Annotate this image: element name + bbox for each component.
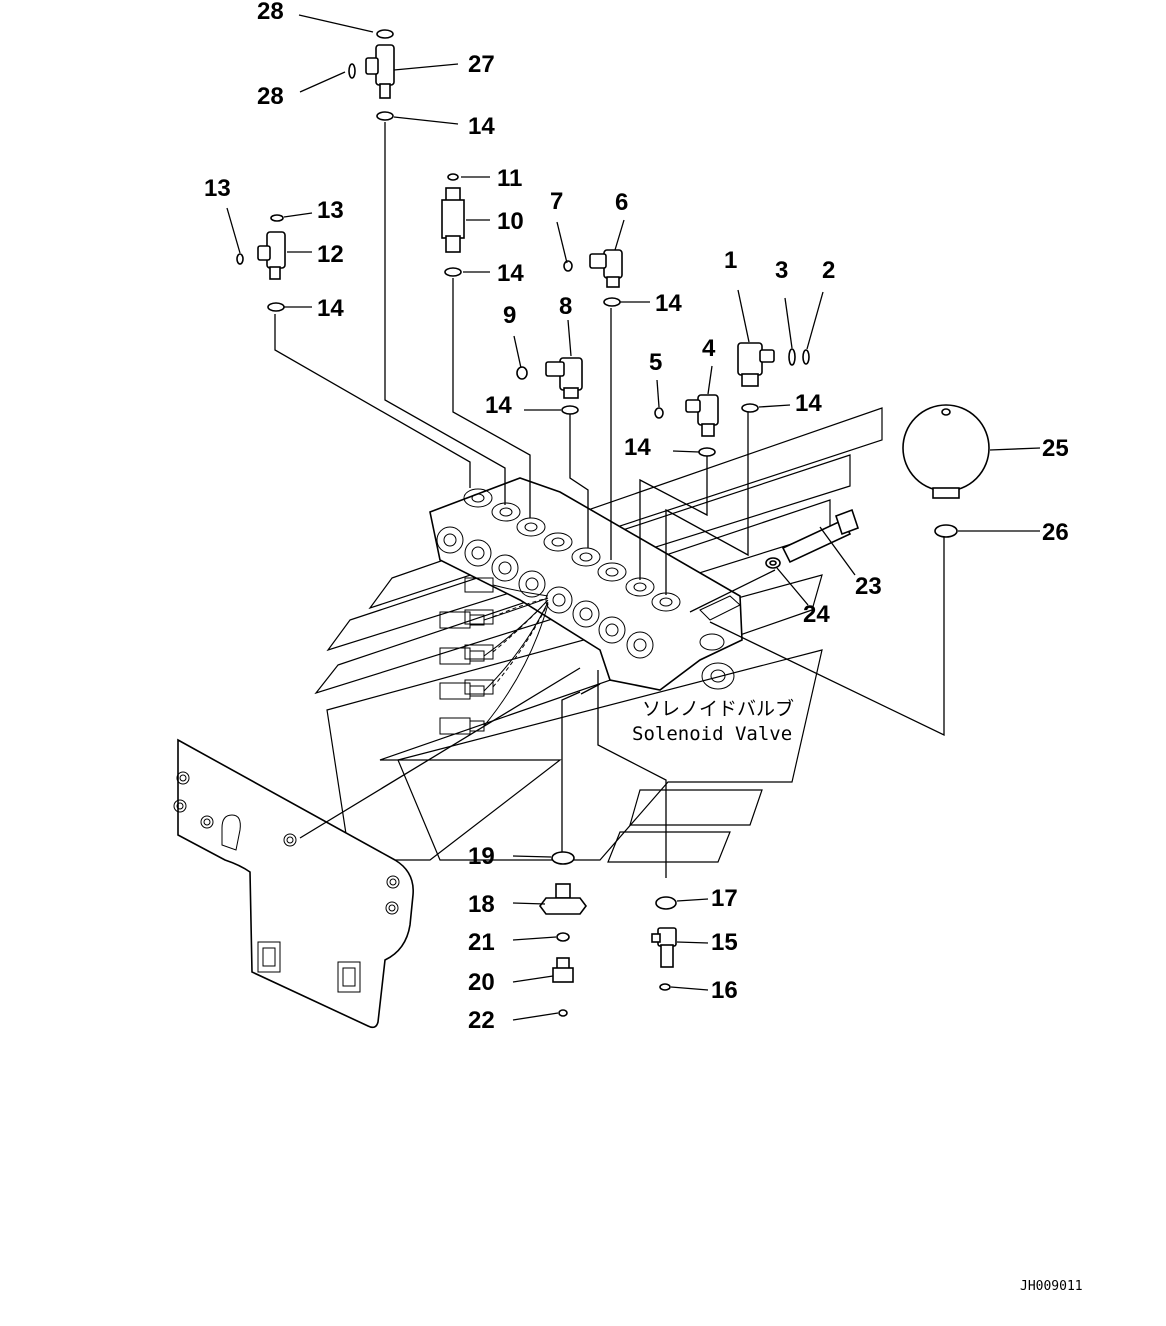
part-25-bolt xyxy=(765,508,860,569)
mounting-bracket xyxy=(173,738,414,1029)
callout-6: 6 xyxy=(615,189,628,216)
part-27-fitting xyxy=(348,29,395,121)
callout-28-top: 28 xyxy=(257,0,284,25)
callout-19: 19 xyxy=(468,843,495,870)
callout-28-left: 28 xyxy=(257,83,284,110)
callout-4: 4 xyxy=(702,335,716,362)
part-4-fitting xyxy=(654,394,719,457)
callout-18: 18 xyxy=(468,891,495,918)
lower-parts-left xyxy=(539,851,587,1017)
callout-2: 2 xyxy=(822,257,835,284)
callout-8: 8 xyxy=(559,293,572,320)
callout-24: 26 xyxy=(1042,519,1069,546)
callout-13-left: 13 xyxy=(204,175,231,202)
callout-26: 24 xyxy=(803,601,830,628)
solenoid-valve-label-en: Solenoid Valve xyxy=(632,723,792,745)
callout-12: 12 xyxy=(317,241,344,268)
leader-lines xyxy=(274,122,945,878)
solenoid-valve-label-jp: ソレノイドバルブ xyxy=(642,697,794,720)
callout-14-c: 14 xyxy=(317,295,344,322)
callout-10: 10 xyxy=(497,208,524,235)
callout-14-g: 14 xyxy=(795,390,822,417)
callout-5: 5 xyxy=(649,349,662,376)
callout-17: 17 xyxy=(711,885,738,912)
callout-22: 22 xyxy=(468,1007,495,1034)
callout-25: 23 xyxy=(855,573,882,600)
callout-27: 27 xyxy=(468,51,495,78)
lower-parts-right xyxy=(651,896,677,991)
callout-21: 21 xyxy=(468,929,495,956)
callout-1: 1 xyxy=(724,247,737,274)
callout-14-b: 14 xyxy=(497,260,524,287)
callout-16: 16 xyxy=(711,977,738,1004)
part-1-valve xyxy=(737,342,810,413)
callout-14-e: 14 xyxy=(485,392,512,419)
part-6-elbow xyxy=(563,249,623,307)
callout-20: 20 xyxy=(468,969,495,996)
drawing-code: JH009011 xyxy=(1020,1279,1083,1294)
solenoid-valve-body xyxy=(429,477,743,691)
callout-3: 3 xyxy=(775,257,788,284)
callout-23: 25 xyxy=(1042,435,1069,462)
callout-9: 9 xyxy=(503,302,516,329)
callout-7: 7 xyxy=(550,188,563,215)
callout-numbers: 28 27 28 14 11 10 14 13 13 12 14 7 6 14 … xyxy=(204,0,1069,1034)
callout-14-f: 14 xyxy=(624,434,651,461)
callout-14-a: 14 xyxy=(468,113,495,140)
callout-leaders xyxy=(226,14,1041,1021)
callout-13-right: 13 xyxy=(317,197,344,224)
part-12-fitting xyxy=(236,214,286,312)
callout-11: 11 xyxy=(497,165,522,192)
part-23-accumulator xyxy=(902,404,990,538)
callout-15: 15 xyxy=(711,929,738,956)
part-8-elbow xyxy=(516,357,583,415)
part-10-filter xyxy=(441,173,465,277)
callout-14-d: 14 xyxy=(655,290,682,317)
